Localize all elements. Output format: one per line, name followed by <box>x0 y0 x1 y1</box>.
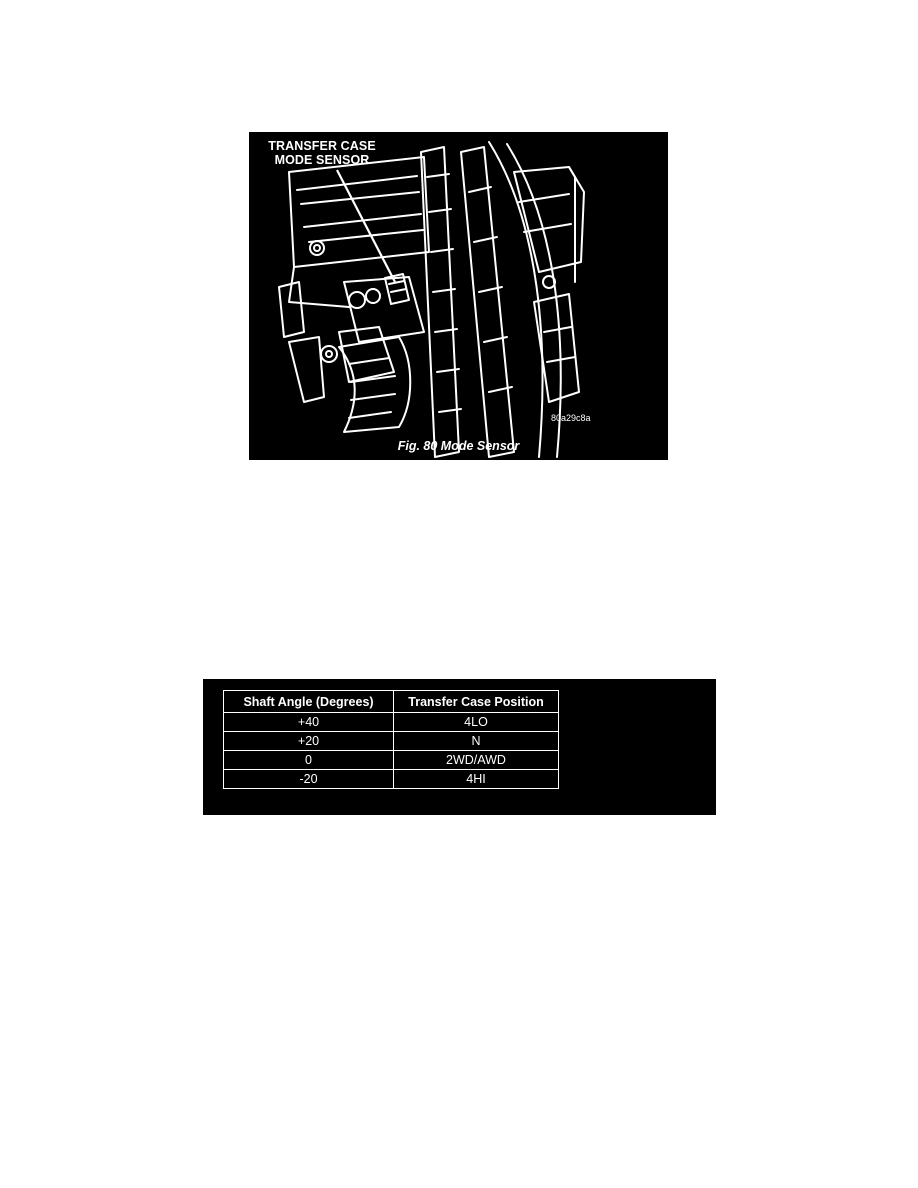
cell-shaft-angle: -20 <box>223 769 394 789</box>
table-row: -20 4HI <box>223 769 559 789</box>
cell-position: 2WD/AWD <box>393 750 559 770</box>
shaft-angle-table-panel: Shaft Angle (Degrees) Transfer Case Posi… <box>203 679 716 815</box>
shaft-angle-table: Shaft Angle (Degrees) Transfer Case Posi… <box>223 690 559 789</box>
callout-line-1: TRANSFER CASE <box>268 139 376 153</box>
table-row: +20 N <box>223 731 559 751</box>
transfer-case-illustration <box>278 141 585 458</box>
figure-caption: Fig. 80 Mode Sensor <box>397 439 520 453</box>
mode-sensor-figure: TRANSFER CASE MODE SENSOR 80a29c8a Fig. … <box>249 132 668 460</box>
table-header-row: Shaft Angle (Degrees) Transfer Case Posi… <box>223 690 559 713</box>
cell-shaft-angle: +40 <box>223 712 394 732</box>
header-transfer-case-position: Transfer Case Position <box>393 690 559 713</box>
image-code: 80a29c8a <box>551 413 591 423</box>
table-row: 0 2WD/AWD <box>223 750 559 770</box>
cell-position: N <box>393 731 559 751</box>
sensor-callout-label: TRANSFER CASE MODE SENSOR <box>257 139 387 167</box>
header-shaft-angle: Shaft Angle (Degrees) <box>223 690 394 713</box>
callout-line-2: MODE SENSOR <box>274 153 370 167</box>
cell-shaft-angle: +20 <box>223 731 394 751</box>
cell-shaft-angle: 0 <box>223 750 394 770</box>
table-row: +40 4LO <box>223 712 559 732</box>
cell-position: 4HI <box>393 769 559 789</box>
cell-position: 4LO <box>393 712 559 732</box>
